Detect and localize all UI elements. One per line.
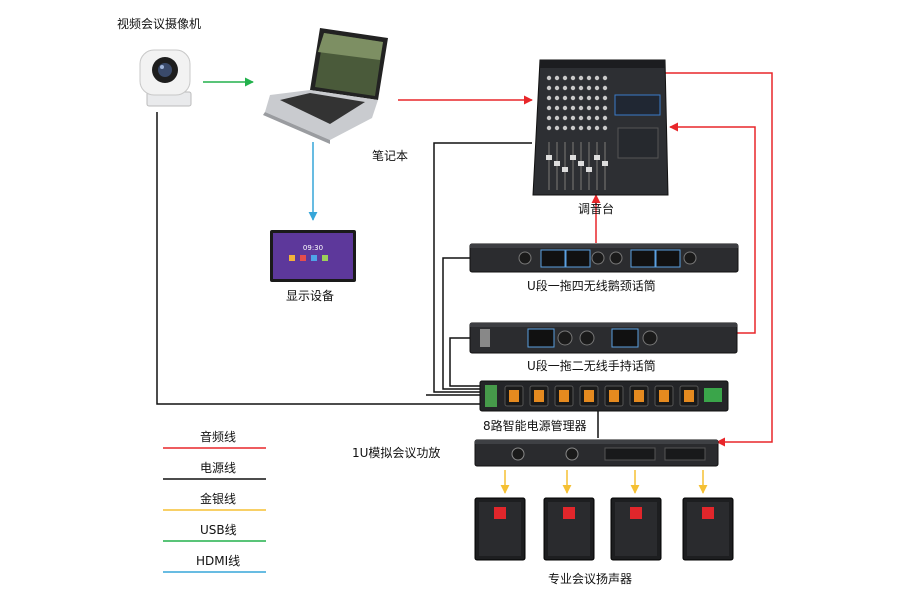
display-label: 显示设备: [286, 289, 335, 303]
legend-label-power: 电源线: [200, 461, 237, 475]
mixer-channel-strip: [594, 75, 600, 190]
mixer-channel-strip: [546, 75, 552, 190]
mixer-channel-strip: [586, 75, 592, 190]
gooseneck-mic-label: U段一拖四无线鹅颈话筒: [527, 279, 656, 293]
laptop-label: 笔记本: [372, 149, 409, 163]
laptop-icon: [263, 28, 388, 144]
speaker-icon: [682, 497, 734, 561]
speaker-icon: [474, 497, 526, 561]
power-outlet: [504, 385, 524, 407]
power-outlet: [604, 385, 624, 407]
power-outlet: [554, 385, 574, 407]
mixer-label: 调音台: [578, 202, 615, 216]
speaker-icon: [610, 497, 662, 561]
power-cable-mixer: [433, 142, 532, 393]
legend-label-speaker: 金银线: [200, 492, 237, 506]
mixer-channel-strip: [570, 75, 576, 190]
amplifier-label: 1U模拟会议功放: [352, 446, 441, 460]
camera-label: 视频会议摄像机: [117, 17, 202, 31]
mixer-channel-strip: [578, 75, 584, 190]
power-manager-label: 8路智能电源管理器: [483, 419, 587, 433]
display-screen-icon: [270, 230, 356, 282]
mixer-channel-strip: [562, 75, 568, 190]
power-amplifier-icon: [474, 439, 719, 467]
power-cable-gooseneck: [442, 257, 480, 390]
audio-cable-mixer-amplifier: [665, 72, 773, 447]
power-outlet: [654, 385, 674, 407]
power-outlet: [579, 385, 599, 407]
legend-label-usb: USB线: [200, 523, 237, 537]
audio-mixer-icon: [532, 59, 669, 196]
power-sequencer-icon: [479, 380, 729, 412]
wireless-receiver-icon: [469, 322, 738, 354]
power-outlet: [529, 385, 549, 407]
power-cable-camera: [156, 112, 480, 405]
audio-cable-handheld-mixer: [669, 122, 756, 334]
legend-label-audio: 音频线: [200, 430, 237, 444]
handheld-mic-label: U段一拖二无线手持话筒: [527, 359, 656, 373]
power-outlet: [679, 385, 699, 407]
power-outlet: [629, 385, 649, 407]
ptz-camera-icon: [139, 49, 192, 107]
mixer-channel-strip: [554, 75, 560, 190]
power-cable-handheld: [449, 337, 480, 387]
wireless-receiver-icon: [469, 243, 739, 273]
display-clock: 09:30: [303, 244, 323, 252]
legend-label-hdmi: HDMI线: [196, 554, 241, 568]
mixer-channel-strip: [602, 75, 608, 190]
speakers-label: 专业会议扬声器: [548, 572, 633, 586]
speaker-icon: [543, 497, 595, 561]
